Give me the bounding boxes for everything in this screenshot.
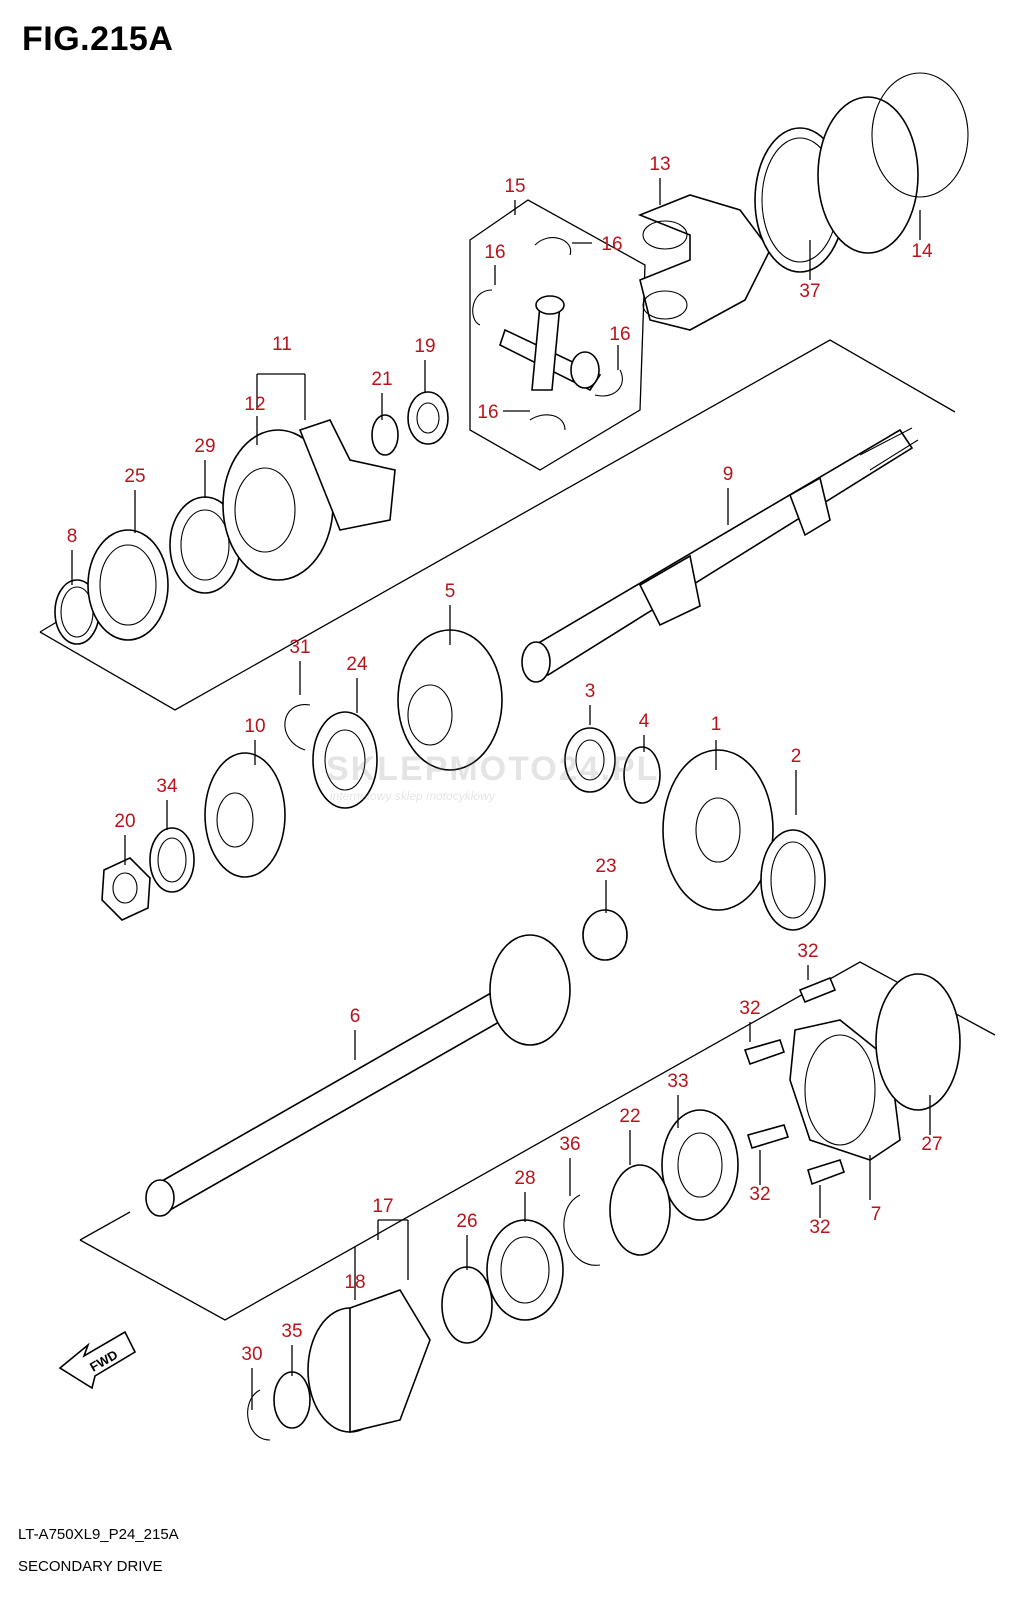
spacer-22 — [609, 1164, 671, 1256]
callout-32c: 32 — [749, 1184, 770, 1205]
fwd-arrow-icon: FWD — [58, 1330, 137, 1390]
boot-14 — [817, 96, 919, 254]
bevel-gear-1 — [662, 749, 774, 911]
bolt-32c — [746, 1124, 790, 1149]
yoke-11 — [222, 419, 396, 581]
washer-34 — [149, 827, 195, 893]
callout-11: 11 — [272, 334, 292, 355]
callout-37: 37 — [799, 281, 820, 302]
callout-16c: 16 — [609, 324, 630, 345]
oil-seal-28 — [486, 1219, 564, 1321]
bevel-gear-5 — [397, 629, 503, 771]
bolt-32a — [798, 976, 837, 1004]
nut-3 — [564, 727, 616, 793]
callout-15: 15 — [504, 176, 525, 197]
washer-21 — [371, 414, 399, 456]
cover-17 — [307, 1289, 431, 1434]
callout-32d: 32 — [809, 1217, 830, 1238]
callout-12: 12 — [244, 394, 265, 415]
callout-18: 18 — [344, 1272, 365, 1293]
bearing-33 — [661, 1109, 739, 1221]
figure-code: LT-A750XL9_P24_215A — [18, 1526, 179, 1543]
bolt-32d — [807, 1159, 846, 1186]
callout-33: 33 — [667, 1071, 688, 1092]
bearing-24 — [312, 711, 378, 809]
circlip-35 — [273, 1371, 311, 1429]
o-ring-27 — [875, 973, 961, 1111]
washer-26 — [441, 1266, 493, 1344]
callout-16a: 16 — [484, 242, 505, 263]
circlip-16d — [529, 414, 566, 431]
callout-19: 19 — [414, 336, 435, 357]
yoke-13 — [637, 194, 771, 331]
callout-16b: 16 — [601, 234, 622, 255]
circlip-36 — [563, 1194, 601, 1266]
universal-joint-15 — [499, 295, 602, 392]
callout-31: 31 — [289, 637, 310, 658]
circlip-16a — [472, 289, 493, 326]
bearing-23 — [582, 909, 628, 961]
callout-29: 29 — [194, 436, 215, 457]
callout-28: 28 — [514, 1168, 535, 1189]
upper-assembly-frame — [39, 339, 956, 711]
callout-8: 8 — [67, 526, 78, 547]
callout-10: 10 — [244, 716, 265, 737]
callout-20: 20 — [114, 811, 135, 832]
shaft-9 — [521, 427, 919, 683]
callout-30: 30 — [241, 1344, 262, 1365]
gear-10 — [204, 752, 286, 878]
callout-23: 23 — [595, 856, 616, 877]
callout-2: 2 — [791, 746, 802, 767]
housing-7 — [789, 1019, 901, 1161]
callout-9: 9 — [723, 464, 734, 485]
callout-24: 24 — [346, 654, 368, 675]
circlip-31 — [284, 704, 311, 751]
callout-25: 25 — [124, 466, 145, 487]
callout-7: 7 — [871, 1204, 882, 1225]
circlip-30 — [247, 1389, 271, 1441]
callout-27: 27 — [921, 1134, 942, 1155]
callout-16d: 16 — [477, 402, 498, 423]
lower-assembly-frame-left — [79, 1211, 131, 1241]
bolt-32b — [743, 1039, 786, 1066]
callout-22: 22 — [619, 1106, 640, 1127]
circlip-16c — [594, 369, 623, 397]
callout-4: 4 — [639, 711, 650, 732]
callout-6: 6 — [350, 1006, 361, 1027]
callout-32a: 32 — [797, 941, 818, 962]
figure-name: SECONDARY DRIVE — [18, 1558, 163, 1575]
callout-13: 13 — [649, 154, 670, 175]
washer-4 — [623, 746, 661, 804]
universal-joint-frame — [469, 199, 646, 471]
callout-26: 26 — [456, 1211, 477, 1232]
circlip-16b — [534, 237, 572, 256]
callout-35: 35 — [281, 1321, 302, 1342]
nut-20 — [101, 857, 151, 921]
callout-34: 34 — [156, 776, 178, 797]
callout-1: 1 — [711, 714, 722, 735]
callout-3: 3 — [585, 681, 596, 702]
callout-14: 14 — [911, 241, 933, 262]
callout-21: 21 — [371, 369, 392, 390]
shaft-6 — [145, 934, 571, 1217]
callout-17: 17 — [372, 1196, 393, 1217]
callout-32b: 32 — [739, 998, 760, 1019]
figure-title: FIG.215A — [22, 20, 174, 58]
callout-36: 36 — [559, 1134, 580, 1155]
nut-19 — [407, 391, 449, 445]
callout-5: 5 — [445, 581, 456, 602]
